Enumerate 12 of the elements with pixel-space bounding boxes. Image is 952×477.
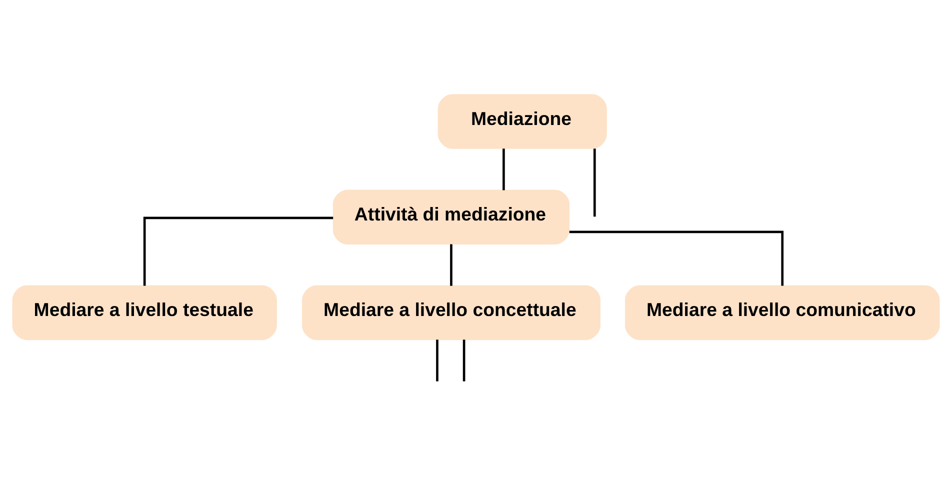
connector xyxy=(502,148,505,190)
connector xyxy=(436,340,438,382)
connector xyxy=(593,148,596,217)
node-box: Attività di mediazione xyxy=(332,190,570,244)
connector xyxy=(450,244,452,286)
node-box: Mediare a livello testuale xyxy=(12,285,277,340)
node-box: Mediazione xyxy=(438,94,607,149)
connector xyxy=(143,216,334,286)
connector xyxy=(462,340,466,382)
connector xyxy=(569,230,784,286)
node-box: Mediare a livello comunicativo xyxy=(624,285,940,340)
node-box: Mediare a livello concettuale xyxy=(302,285,600,340)
